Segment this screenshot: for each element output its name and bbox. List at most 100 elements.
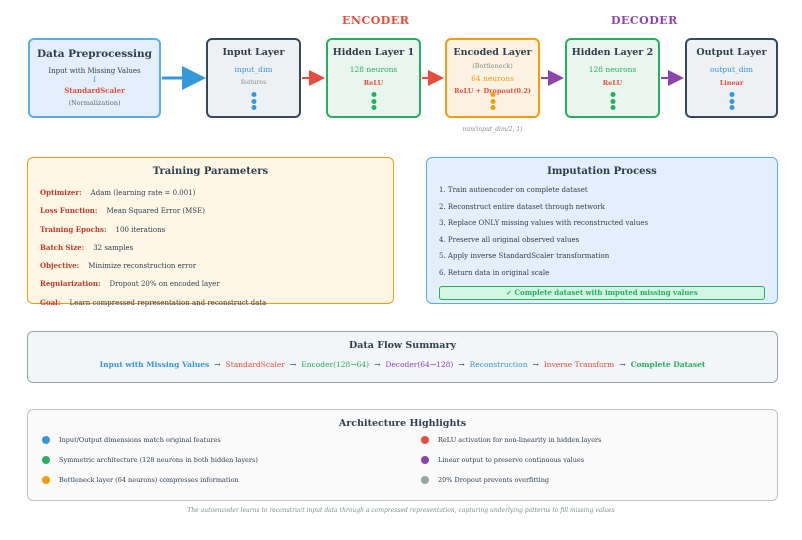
training-params-list: Optimizer: Adam (learning rate = 0.001) Lo… xyxy=(40,188,381,316)
imputation-process-panel: Imputation Process 1. Train autoencoder … xyxy=(426,157,778,304)
layer-activation: Linear xyxy=(719,79,744,87)
param-value: Adam (learning rate = 0.001) xyxy=(90,189,196,197)
imputation-title: Imputation Process xyxy=(547,166,657,177)
bullet-dot-icon xyxy=(421,476,429,484)
param-value: 100 iterations xyxy=(115,225,166,234)
layer-title: Hidden Layer 2 xyxy=(571,47,654,58)
bullet-dot-icon xyxy=(42,436,50,444)
highlight-item: 20% Dropout prevents overfitting xyxy=(421,476,549,484)
layer-size: input_dim xyxy=(234,65,273,74)
flow-item: Input with Missing Values xyxy=(99,360,210,369)
layer-activation: ReLU xyxy=(363,79,384,87)
neuron-dot xyxy=(371,92,376,97)
highlight-item: Symmetric architecture (128 neurons in b… xyxy=(42,456,258,464)
neuron-dot xyxy=(490,98,495,104)
connector-arrows xyxy=(162,66,684,90)
neuron-dots xyxy=(610,92,615,110)
encoder-label: ENCODER xyxy=(342,14,410,27)
imputation-step: 1. Train autoencoder on complete dataset xyxy=(439,186,588,194)
param-row: Optimizer: Adam (learning rate = 0.001) xyxy=(40,188,381,206)
layer-title: Encoded Layer xyxy=(453,47,532,58)
bullet-dot-icon xyxy=(42,476,50,484)
param-row: Loss Function:Mean Squared Error (MSE) xyxy=(40,206,381,224)
highlight-item: ReLU activation for non-linearity in hid… xyxy=(421,436,601,444)
param-key: Training Epochs: xyxy=(40,224,107,234)
input-layer-box: Input Layer input_dim features xyxy=(206,38,301,118)
highlights-title: Architecture Highlights xyxy=(338,418,467,429)
flow-title: Data Flow Summary xyxy=(349,340,456,351)
decoder-label: DECODER xyxy=(611,14,678,27)
flow-item: Decoder(64→128) xyxy=(385,360,454,369)
neuron-dot xyxy=(371,98,376,104)
imputation-step: 2. Reconstruct entire dataset through ne… xyxy=(439,202,605,211)
neuron-dot xyxy=(371,105,376,110)
param-value: Dropout 20% on encoded layer xyxy=(109,280,220,289)
layer-size: output_dim xyxy=(709,65,754,74)
encoded-layer-note: min(input_dim/2, 1) xyxy=(462,126,523,133)
param-row: Objective:Minimize reconstruction error xyxy=(40,261,381,279)
training-title: Training Parameters xyxy=(152,166,269,177)
highlight-text: Linear output to preserve continuous val… xyxy=(438,456,585,464)
complete-dataset-badge: ✓ Complete dataset with imputed missing … xyxy=(439,286,765,300)
imputation-step: 6. Return data in original scale xyxy=(439,268,550,277)
output-layer-box: Output Layer output_dim Linear xyxy=(685,38,778,118)
param-row: Batch Size: 32 samples xyxy=(40,243,381,261)
bullet-dot-icon xyxy=(42,456,50,464)
imputation-step: 4. Preserve all original observed values xyxy=(439,235,580,244)
neuron-dot xyxy=(610,92,615,97)
flow-arrow-icon: → xyxy=(289,360,297,369)
layer-role: (Bottleneck) xyxy=(472,62,513,70)
preprocessing-note: (Normalization) xyxy=(68,99,121,107)
param-value: Minimize reconstruction error xyxy=(88,262,197,271)
neuron-dot xyxy=(729,105,734,110)
neuron-dots xyxy=(490,92,495,110)
flow-item: Inverse Transform xyxy=(543,360,615,369)
param-key: Goal: xyxy=(40,297,61,307)
bullet-dot-icon xyxy=(421,456,429,464)
neuron-dot xyxy=(251,92,256,97)
highlight-item: Linear output to preserve continuous val… xyxy=(421,456,584,464)
preprocessing-box: Data Preprocessing Input with Missing Va… xyxy=(28,38,161,118)
preprocessing-title: Data Preprocessing xyxy=(36,48,153,60)
bullet-dot-icon xyxy=(421,436,429,444)
layer-size: 128 neurons xyxy=(349,65,398,74)
neuron-dot xyxy=(610,98,615,104)
neuron-dot xyxy=(729,92,734,97)
flow-arrow-icon: → xyxy=(374,360,381,369)
neuron-dots xyxy=(251,92,256,110)
param-row: Training Epochs: 100 iterations xyxy=(40,225,381,243)
flow-item: Reconstruction xyxy=(469,360,528,369)
layer-activation: ReLU + Dropout(0.2) xyxy=(454,87,531,95)
neuron-dot xyxy=(729,98,734,104)
flow-arrow-icon: → xyxy=(619,360,626,369)
param-row: Goal: Learn compressed representation and… xyxy=(40,298,381,316)
highlight-text: Input/Output dimensions match original f… xyxy=(59,436,221,444)
neuron-dots xyxy=(729,92,734,110)
neuron-dots xyxy=(371,92,376,110)
preprocessing-subtitle: Input with Missing Values xyxy=(48,67,141,75)
highlight-text: ReLU activation for non-linearity in hid… xyxy=(438,436,602,444)
highlight-text: Bottleneck layer (64 neurons) compresses… xyxy=(59,476,239,484)
imputation-step: 5. Apply inverse StandardScaler transfor… xyxy=(439,252,610,260)
layer-detail: features xyxy=(240,79,267,86)
neuron-dot xyxy=(251,98,256,104)
training-parameters-panel: Training Parameters Optimizer: Adam (lear… xyxy=(27,157,394,307)
flow-row: Input with Missing Values→StandardScaler… xyxy=(28,360,777,369)
param-value: 32 samples xyxy=(93,243,134,252)
layer-title: Input Layer xyxy=(222,47,285,58)
flow-item: Complete Dataset xyxy=(630,360,706,369)
flow-arrow-icon: → xyxy=(458,360,465,369)
layer-size: 128 neurons xyxy=(588,65,637,74)
neuron-dot xyxy=(610,105,615,110)
data-flow-panel: Data Flow Summary Input with Missing Val… xyxy=(27,331,778,383)
param-key: Batch Size: xyxy=(40,242,85,252)
highlight-item: Bottleneck layer (64 neurons) compresses… xyxy=(42,476,239,484)
flow-item: Encoder(128→64) xyxy=(301,360,370,369)
flow-arrow-icon: → xyxy=(532,360,539,369)
diagram-caption: The autoencoder learns to reconstruct in… xyxy=(187,507,615,514)
param-value: Learn compressed representation and reco… xyxy=(69,298,267,307)
param-key: Optimizer: xyxy=(40,188,82,197)
hidden-layer-1-box: Hidden Layer 1 128 neurons ReLU xyxy=(326,38,421,118)
neuron-dot xyxy=(490,92,495,97)
layer-size: 64 neurons xyxy=(471,74,514,83)
